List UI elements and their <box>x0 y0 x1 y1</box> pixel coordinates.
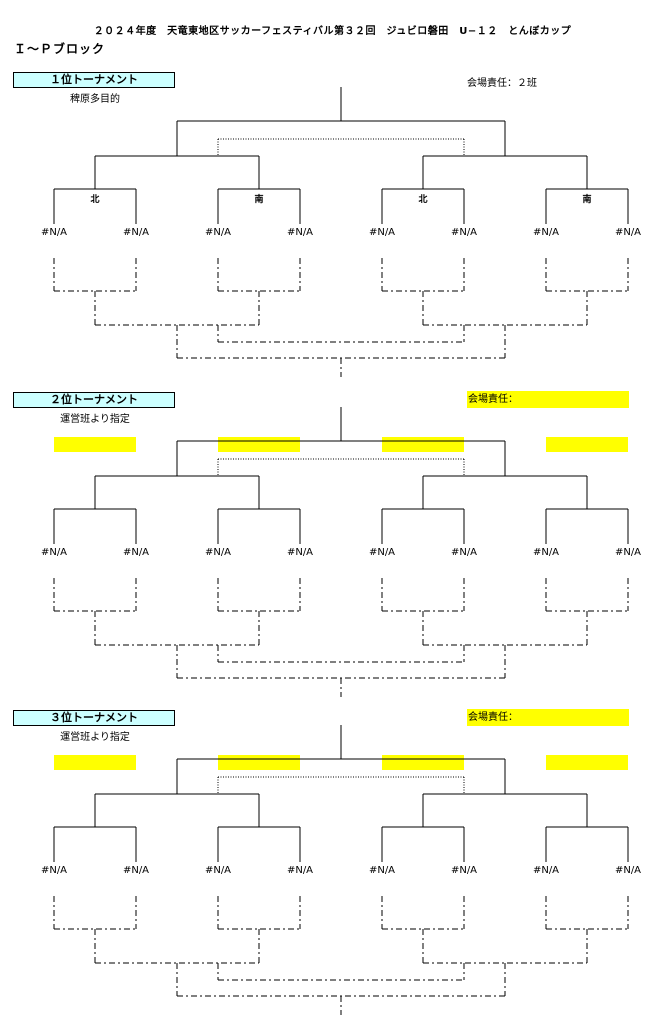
team-name: #N/A <box>614 547 642 558</box>
venue-responsibility: 会場責任： <box>467 391 629 408</box>
tournament-label: ３位トーナメント <box>13 710 175 726</box>
team-name: #N/A <box>614 227 642 238</box>
venue-responsibility: 会場責任： <box>467 709 629 726</box>
team-name: #N/A <box>450 227 478 238</box>
team-name: #N/A <box>532 227 560 238</box>
team-name: #N/A <box>286 227 314 238</box>
match-slot-box <box>54 437 136 452</box>
team-name: #N/A <box>368 547 396 558</box>
team-name: #N/A <box>204 865 232 876</box>
block-title: Ｉ～Ｐブロック <box>14 42 106 56</box>
match-slot-box <box>54 755 136 770</box>
court-label: 北 <box>90 195 100 205</box>
team-name: #N/A <box>40 227 68 238</box>
tournament-venue-name: 稗原多目的 <box>70 94 120 105</box>
team-name: #N/A <box>368 865 396 876</box>
team-name: #N/A <box>450 865 478 876</box>
team-name: #N/A <box>532 547 560 558</box>
venue-responsibility: 会場責任：２班 <box>467 78 537 89</box>
team-name: #N/A <box>368 227 396 238</box>
team-name: #N/A <box>532 865 560 876</box>
court-label: 南 <box>582 195 592 205</box>
team-name: #N/A <box>122 227 150 238</box>
tournament-label: １位トーナメント <box>13 72 175 88</box>
team-name: #N/A <box>40 865 68 876</box>
team-name: #N/A <box>614 865 642 876</box>
team-name: #N/A <box>286 865 314 876</box>
team-name: #N/A <box>204 227 232 238</box>
tournament-venue-name: 運営班より指定 <box>60 732 130 743</box>
match-slot-box <box>546 437 628 452</box>
court-label: 南 <box>254 195 264 205</box>
tournament-label: ２位トーナメント <box>13 392 175 408</box>
team-name: #N/A <box>122 865 150 876</box>
team-name: #N/A <box>286 547 314 558</box>
team-name: #N/A <box>450 547 478 558</box>
tournament-venue-name: 運営班より指定 <box>60 414 130 425</box>
court-label: 北 <box>418 195 428 205</box>
team-name: #N/A <box>40 547 68 558</box>
team-name: #N/A <box>204 547 232 558</box>
document-title: ２０２４年度 天竜東地区サッカーフェスティバル第３２回 ジュビロ磐田 U−１２ … <box>93 26 572 37</box>
team-name: #N/A <box>122 547 150 558</box>
match-slot-box <box>546 755 628 770</box>
